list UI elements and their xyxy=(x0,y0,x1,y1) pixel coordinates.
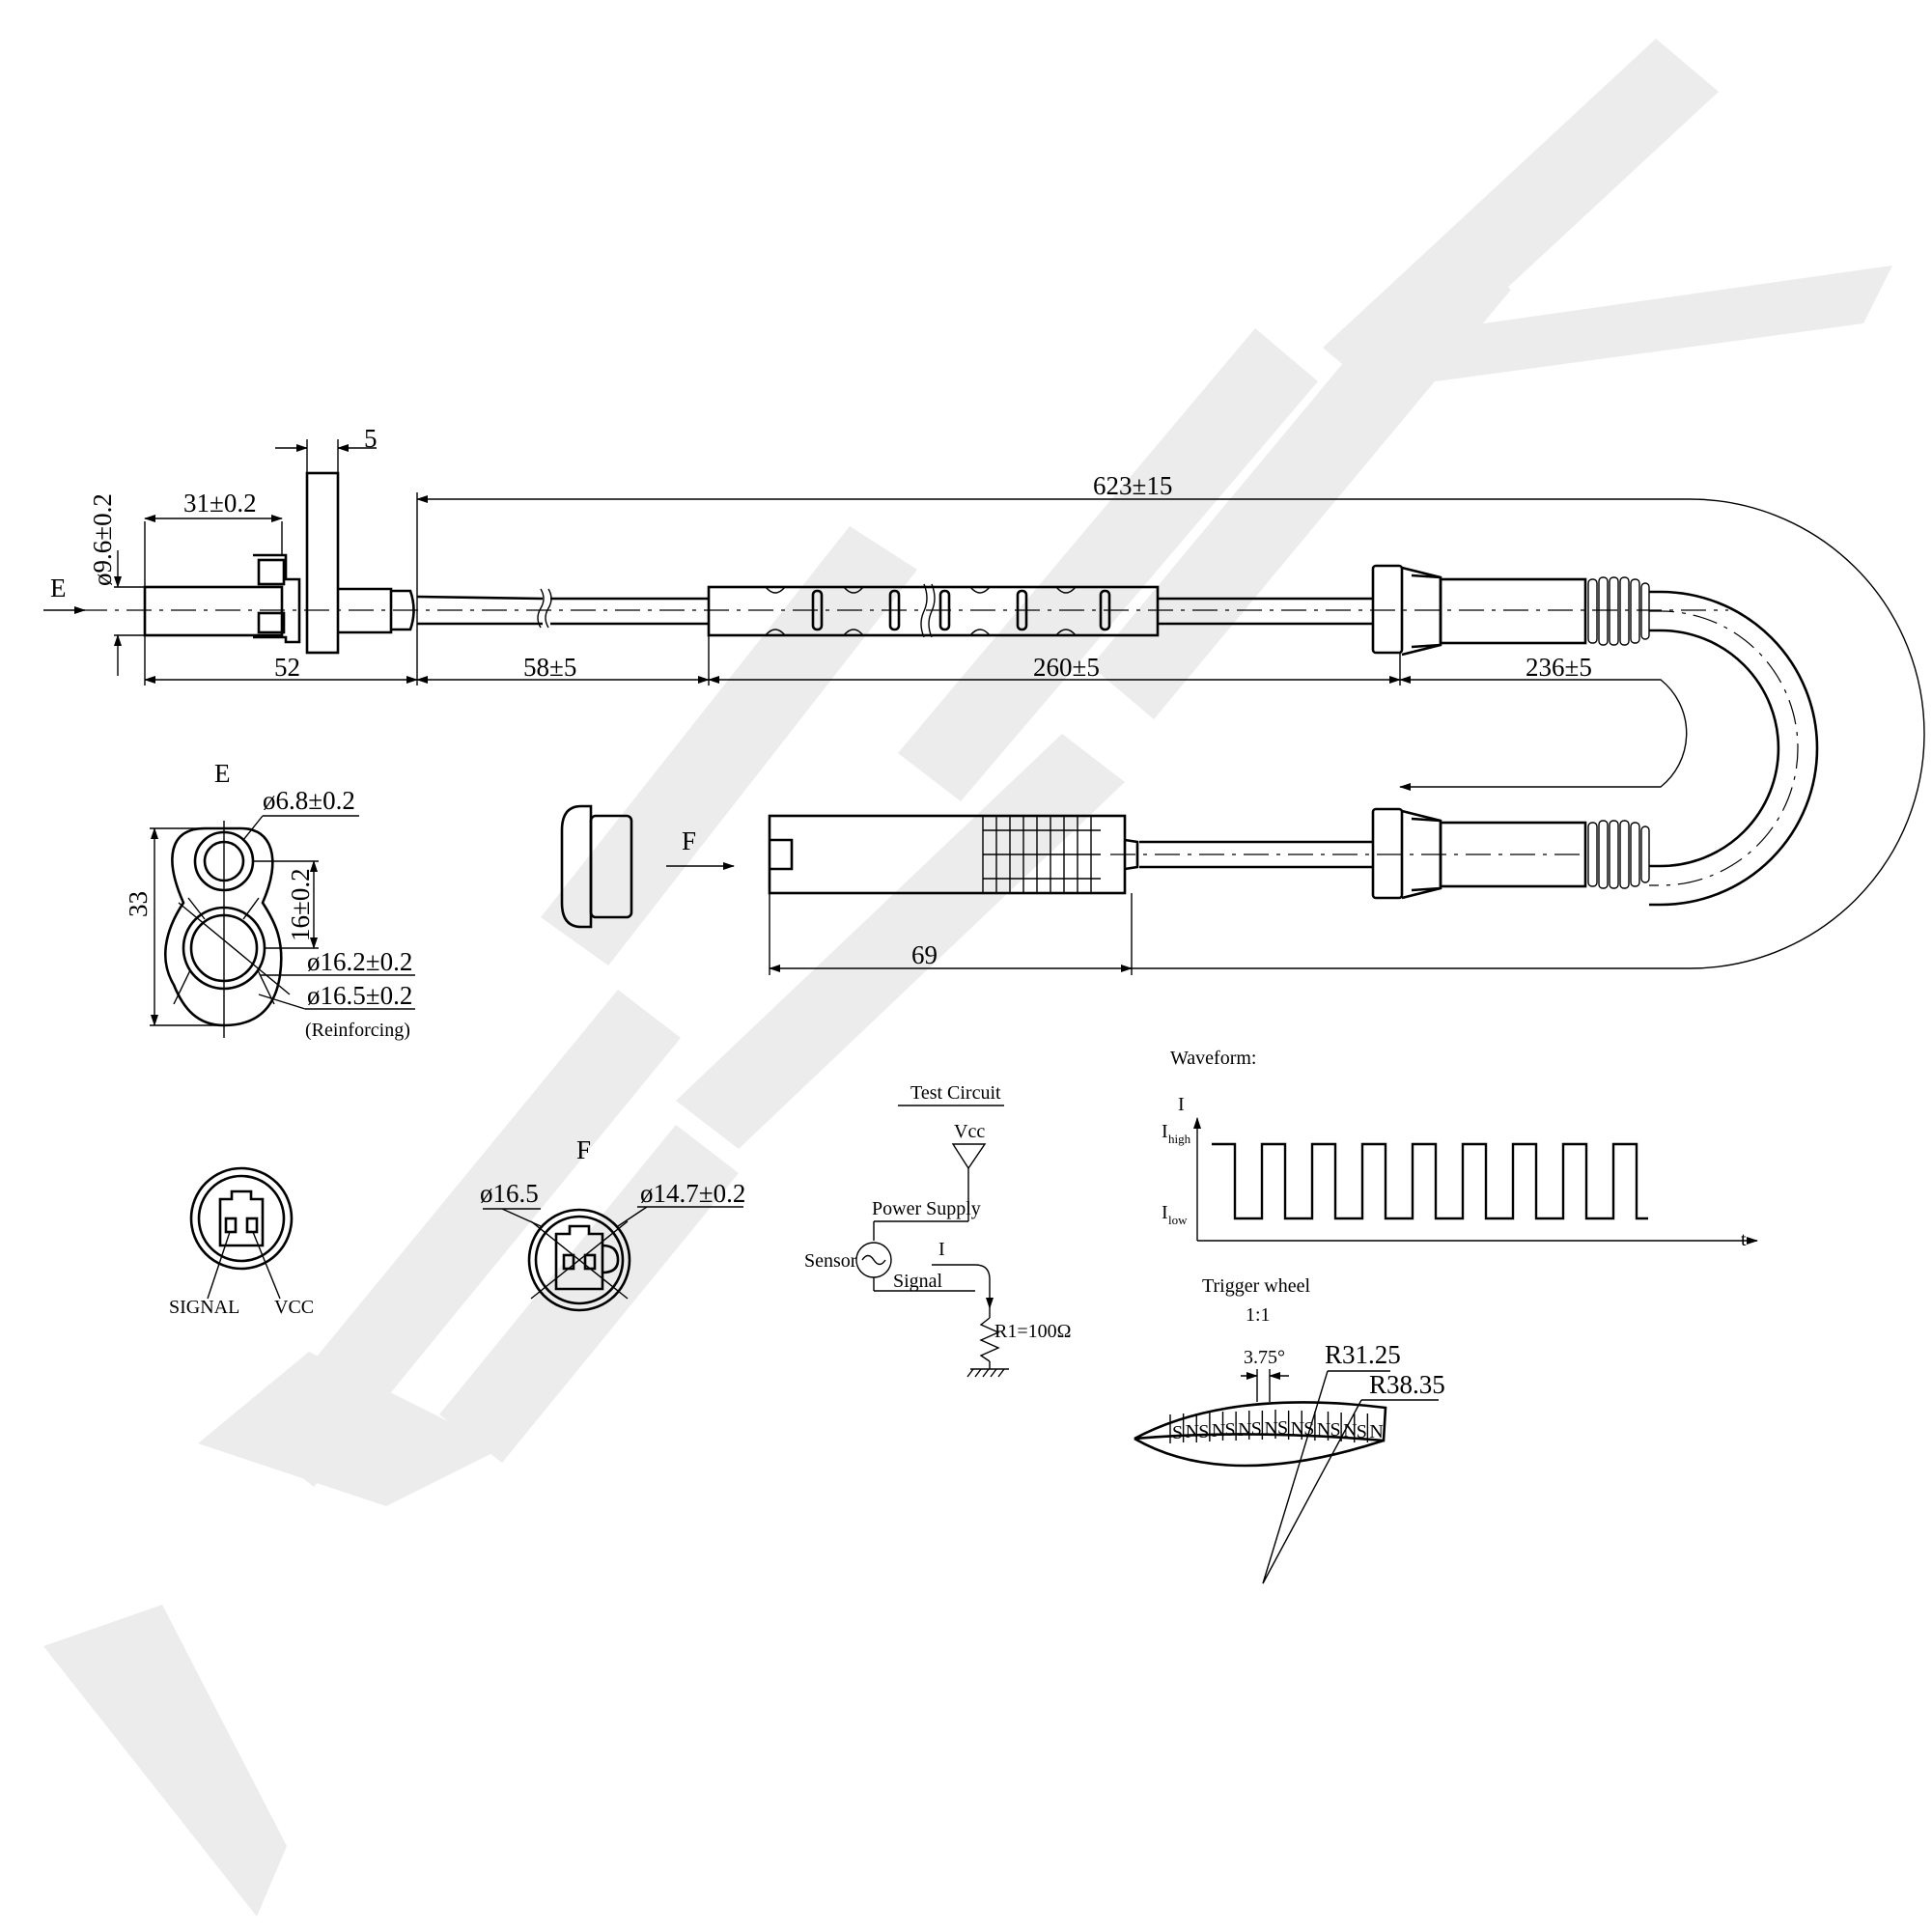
pinout-labels: SIGNAL VCC xyxy=(169,1297,314,1318)
e-hole-diameter: ø6.8±0.2 xyxy=(263,786,355,815)
waveform-t-axis: t xyxy=(1741,1229,1747,1250)
sleeve-side-cuts xyxy=(765,586,1077,636)
vcc-label: Vcc xyxy=(954,1121,985,1142)
pole-label: N xyxy=(1212,1420,1225,1441)
view-f-labels: F ø16.5 ø14.7±0.2 xyxy=(480,1135,745,1208)
current-label: I xyxy=(938,1239,945,1260)
pole-label: N xyxy=(1291,1418,1304,1440)
lower-boot-ribs xyxy=(1587,820,1650,889)
pole-label: S xyxy=(1172,1422,1183,1443)
dim-head-total: 52 xyxy=(274,653,300,682)
signal-label: Signal xyxy=(893,1271,943,1292)
e-height: 33 xyxy=(124,891,153,917)
trigger-wheel-scale: 1:1 xyxy=(1246,1304,1271,1326)
main-dimensions xyxy=(43,439,1925,975)
waveform-i-high: I xyxy=(1162,1121,1168,1142)
dim-segment-3: 236±5 xyxy=(1526,653,1592,682)
waveform-i-low: I xyxy=(1162,1202,1168,1223)
pole-label: N xyxy=(1317,1419,1330,1441)
f-outer-diameter: ø16.5 xyxy=(480,1179,539,1208)
view-f-arrow-label: F xyxy=(682,826,696,855)
pole-label: S xyxy=(1277,1417,1288,1439)
pole-label: N xyxy=(1343,1420,1357,1441)
waveform-i-high-sub: high xyxy=(1168,1132,1191,1146)
waveform-i-axis: I xyxy=(1178,1094,1185,1115)
pole-label: S xyxy=(1357,1421,1367,1442)
dim-total-length: 623±15 xyxy=(1093,471,1172,500)
f-inner-diameter: ø14.7±0.2 xyxy=(640,1179,745,1208)
sensor-label: Sensor xyxy=(804,1250,857,1272)
trigger-wheel-title: Trigger wheel xyxy=(1202,1275,1310,1297)
pole-label: S xyxy=(1303,1418,1314,1440)
connector-grip-ribs xyxy=(982,816,1101,893)
view-e-title: E xyxy=(214,759,231,788)
pin-vcc-label: VCC xyxy=(274,1297,314,1318)
dim-head-length: 31±0.2 xyxy=(183,489,257,518)
trigger-wheel-labels: Trigger wheel 1:1 3.75° R31.25 R38.35 xyxy=(1202,1275,1445,1399)
view-e-labels: E ø6.8±0.2 33 16±0.2 ø16.2±0.2 ø16.5±0.2… xyxy=(124,759,412,1041)
dim-segment-1: 58±5 xyxy=(523,653,576,682)
dim-segment-2: 260±5 xyxy=(1033,653,1100,682)
pole-label: S xyxy=(1330,1419,1341,1441)
pole-label: N xyxy=(1238,1419,1251,1441)
pole-label: S xyxy=(1251,1418,1262,1440)
sensor-side-view xyxy=(82,471,1819,929)
e-reinforcing-diameter: ø16.5±0.2 xyxy=(307,981,412,1010)
test-circuit-title: Test Circuit xyxy=(910,1082,1001,1104)
outer-radius-label: R38.35 xyxy=(1369,1370,1445,1399)
inner-radius-label: R31.25 xyxy=(1325,1340,1401,1369)
view-f-title: F xyxy=(576,1135,591,1164)
waveform-plot xyxy=(1193,1117,1758,1245)
pin-signal-label: SIGNAL xyxy=(169,1297,239,1318)
pole-label: N xyxy=(1264,1418,1277,1440)
e-reinforcing-note: (Reinforcing) xyxy=(305,1020,410,1041)
e-center-distance: 16±0.2 xyxy=(286,868,315,941)
view-e-arrow-label: E xyxy=(50,574,67,602)
test-circuit-labels: Test Circuit Vcc Power Supply Sensor I S… xyxy=(804,1082,1071,1342)
resistor-label: R1=100Ω xyxy=(994,1321,1071,1342)
pinout-view xyxy=(189,1166,294,1300)
pole-label: S xyxy=(1225,1419,1236,1441)
dim-flange-thickness: 5 xyxy=(364,424,378,453)
pole-label: N xyxy=(1186,1421,1199,1442)
view-f xyxy=(483,1206,743,1312)
sleeve-notches xyxy=(811,589,1111,631)
test-circuit xyxy=(855,1105,1009,1378)
power-supply-label: Power Supply xyxy=(872,1198,981,1219)
waveform-labels: Waveform: I I high I low t xyxy=(1162,1048,1747,1250)
e-body-diameter: ø16.2±0.2 xyxy=(307,947,412,976)
view-e xyxy=(150,815,415,1038)
watermark-logo xyxy=(43,39,1892,1917)
upper-boot-ribs xyxy=(1587,576,1650,646)
dim-connector-length: 69 xyxy=(911,940,938,969)
pole-label: S xyxy=(1198,1421,1209,1442)
waveform-i-low-sub: low xyxy=(1168,1213,1188,1227)
dim-sensor-diameter: ø9.6±0.2 xyxy=(88,493,117,586)
main-dimension-labels: 5 31±0.2 ø9.6±0.2 E 52 58±5 260±5 236±5 … xyxy=(50,424,1592,969)
waveform-trace xyxy=(1212,1142,1648,1220)
waveform-title: Waveform: xyxy=(1170,1048,1256,1069)
pitch-angle-label: 3.75° xyxy=(1244,1347,1285,1368)
pole-label: N xyxy=(1369,1421,1383,1442)
